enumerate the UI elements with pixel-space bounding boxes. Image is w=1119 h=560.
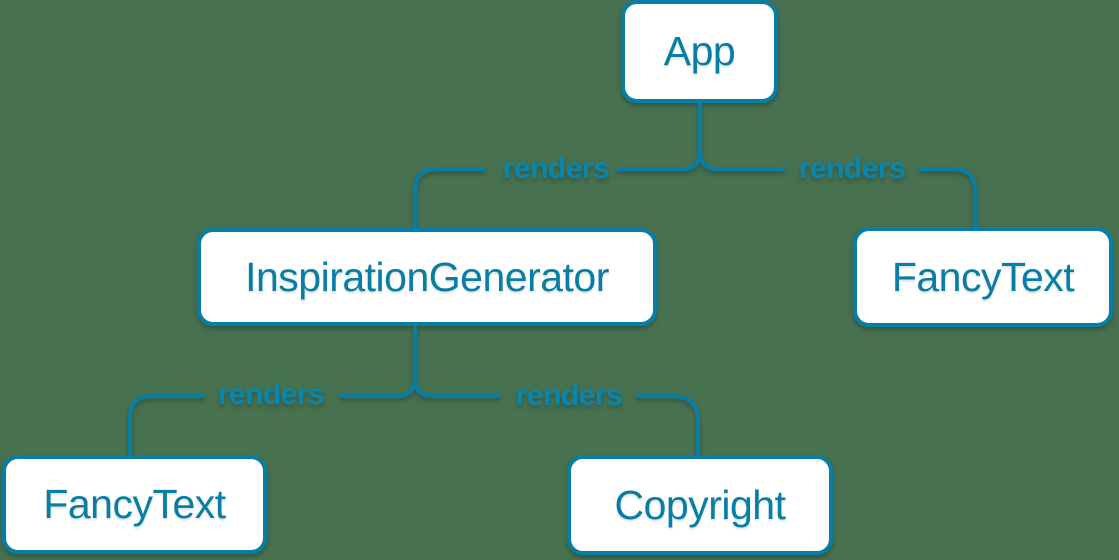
node-app: App	[621, 0, 778, 103]
edge-app-to-fancytext-drop	[918, 167, 977, 229]
edge-label-renders: renders	[217, 378, 325, 411]
edge-app-to-fancytext-fork-right	[698, 149, 786, 171]
edge-inspirationgenerator-to-fancytext-fork-left	[339, 324, 417, 398]
node-fancy-text: FancyText	[2, 455, 267, 554]
edge-label-renders: renders	[515, 379, 623, 412]
edge-inspirationgenerator-to-copyright-fork-right	[413, 376, 501, 398]
edge-label-renders: renders	[502, 152, 610, 185]
edge-inspirationgenerator-to-fancytext-drop	[128, 394, 206, 457]
edge-app-to-inspirationgenerator-fork-left	[616, 101, 702, 171]
node-inspiration-generator: InspirationGenerator	[197, 228, 657, 326]
node-fancy-text: FancyText	[853, 227, 1113, 327]
node-copyright: Copyright	[567, 455, 833, 555]
edge-inspirationgenerator-to-copyright-drop	[635, 394, 700, 457]
edge-app-to-inspirationgenerator-drop	[413, 167, 486, 230]
edge-label-renders: renders	[798, 152, 906, 185]
